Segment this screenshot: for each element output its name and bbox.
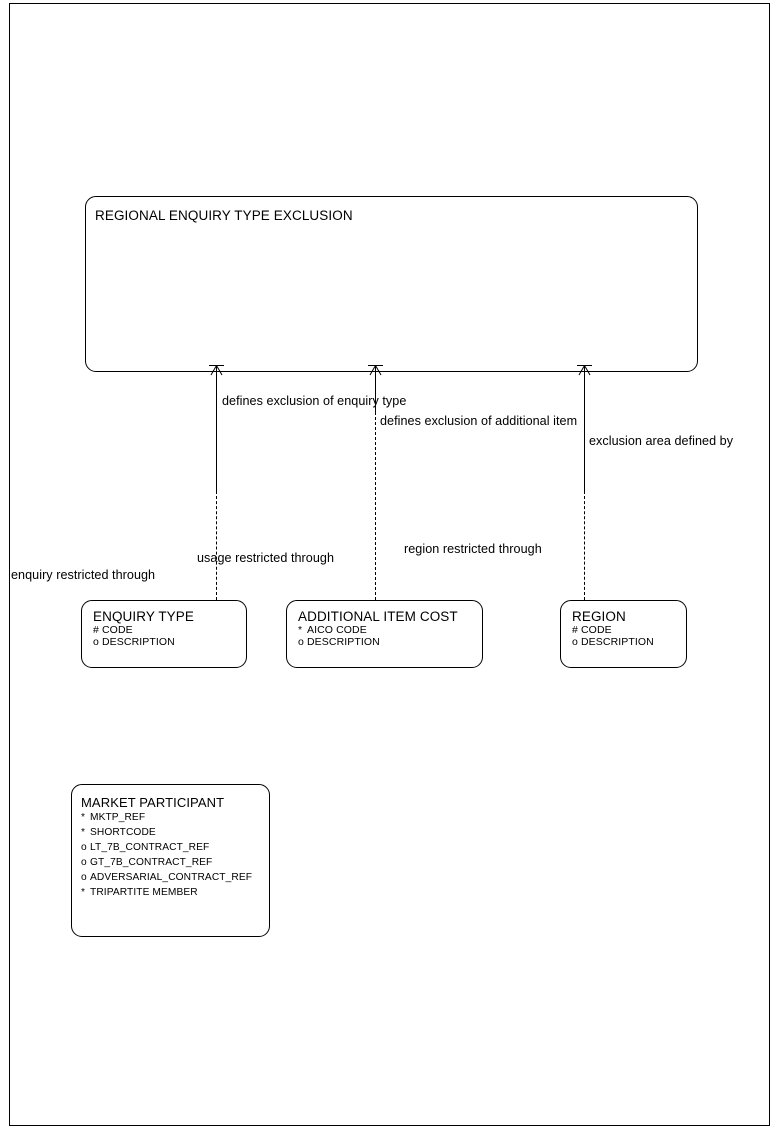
relationship-label-usage-restricted-through: usage restricted through	[197, 551, 335, 565]
attribute-name: DESCRIPTION	[307, 636, 380, 649]
attribute-name: SHORTCODE	[90, 827, 156, 838]
attribute-marker: #	[572, 624, 578, 636]
attribute-name: MKTP_REF	[90, 812, 146, 823]
attribute-row: #CODE	[572, 624, 686, 636]
attribute-marker: *	[81, 812, 86, 823]
relationship-label-defines-exclusion-of-additional-item: defines exclusion of additional item	[380, 414, 578, 428]
relationship-line-additional-item-upper	[375, 372, 376, 412]
attribute-name: DESCRIPTION	[102, 636, 175, 649]
attribute-row: * TRIPARTITE MEMBER	[81, 885, 269, 900]
attribute-marker: o	[81, 857, 87, 868]
entity-title: ADDITIONAL ITEM COST	[298, 609, 458, 624]
crowfoot-icon-additional-item-exclusion	[367, 364, 384, 377]
attribute-marker: o	[93, 636, 99, 649]
attribute-row: * MKTP_REF	[81, 810, 269, 825]
attribute-marker: o	[572, 636, 578, 649]
attribute-marker: *	[298, 624, 303, 636]
attribute-row: * AICO CODE	[298, 624, 482, 636]
relationship-line-region-lower	[584, 491, 585, 600]
crowfoot-icon-exclusion-area	[576, 364, 593, 377]
attribute-name: DESCRIPTION	[581, 636, 654, 649]
attribute-row: #CODE	[93, 624, 246, 636]
attribute-marker: o	[81, 872, 87, 883]
entity-market-participant[interactable]: MARKET PARTICIPANT *MKTP_REF *SHORTCODE …	[71, 784, 270, 937]
attribute-name: CODE	[581, 624, 612, 636]
relationship-line-enquiry-type-lower	[216, 491, 217, 600]
relationship-label-enquiry-restricted-through: enquiry restricted through	[11, 568, 156, 582]
relationship-label-exclusion-area-defined-by: exclusion area defined by	[589, 434, 734, 448]
attribute-marker: o	[81, 842, 87, 853]
attribute-marker: *	[81, 887, 86, 898]
attribute-name: LT_7B_CONTRACT_REF	[90, 842, 210, 853]
attribute-name: AICO CODE	[307, 624, 367, 636]
page-border	[9, 3, 770, 1126]
relationship-line-additional-item-lower	[375, 412, 376, 600]
attribute-marker: o	[298, 636, 304, 649]
attribute-name: TRIPARTITE MEMBER	[90, 887, 198, 898]
entity-title: MARKET PARTICIPANT	[81, 795, 225, 810]
attribute-name: ADVERSARIAL_CONTRACT_REF	[90, 872, 253, 883]
relationship-line-region-upper	[584, 372, 585, 491]
attribute-name: CODE	[102, 624, 133, 636]
relationship-label-region-restricted-through: region restricted through	[404, 542, 542, 556]
attribute-marker: *	[81, 827, 86, 838]
attribute-marker: #	[93, 624, 99, 636]
entity-title: REGION	[572, 609, 626, 624]
entity-regional-enquiry-type-exclusion[interactable]: REGIONAL ENQUIRY TYPE EXCLUSION	[85, 196, 698, 372]
attribute-name: GT_7B_CONTRACT_REF	[90, 857, 213, 868]
relationship-line-enquiry-type-upper	[216, 372, 217, 491]
entity-title: REGIONAL ENQUIRY TYPE EXCLUSION	[95, 208, 353, 223]
entity-title: ENQUIRY TYPE	[93, 609, 194, 624]
attribute-row: * SHORTCODE	[81, 825, 269, 840]
crowfoot-icon-enquiry-type-exclusion	[208, 364, 225, 377]
relationship-label-defines-exclusion-of-enquiry-type: defines exclusion of enquiry type	[222, 394, 407, 408]
